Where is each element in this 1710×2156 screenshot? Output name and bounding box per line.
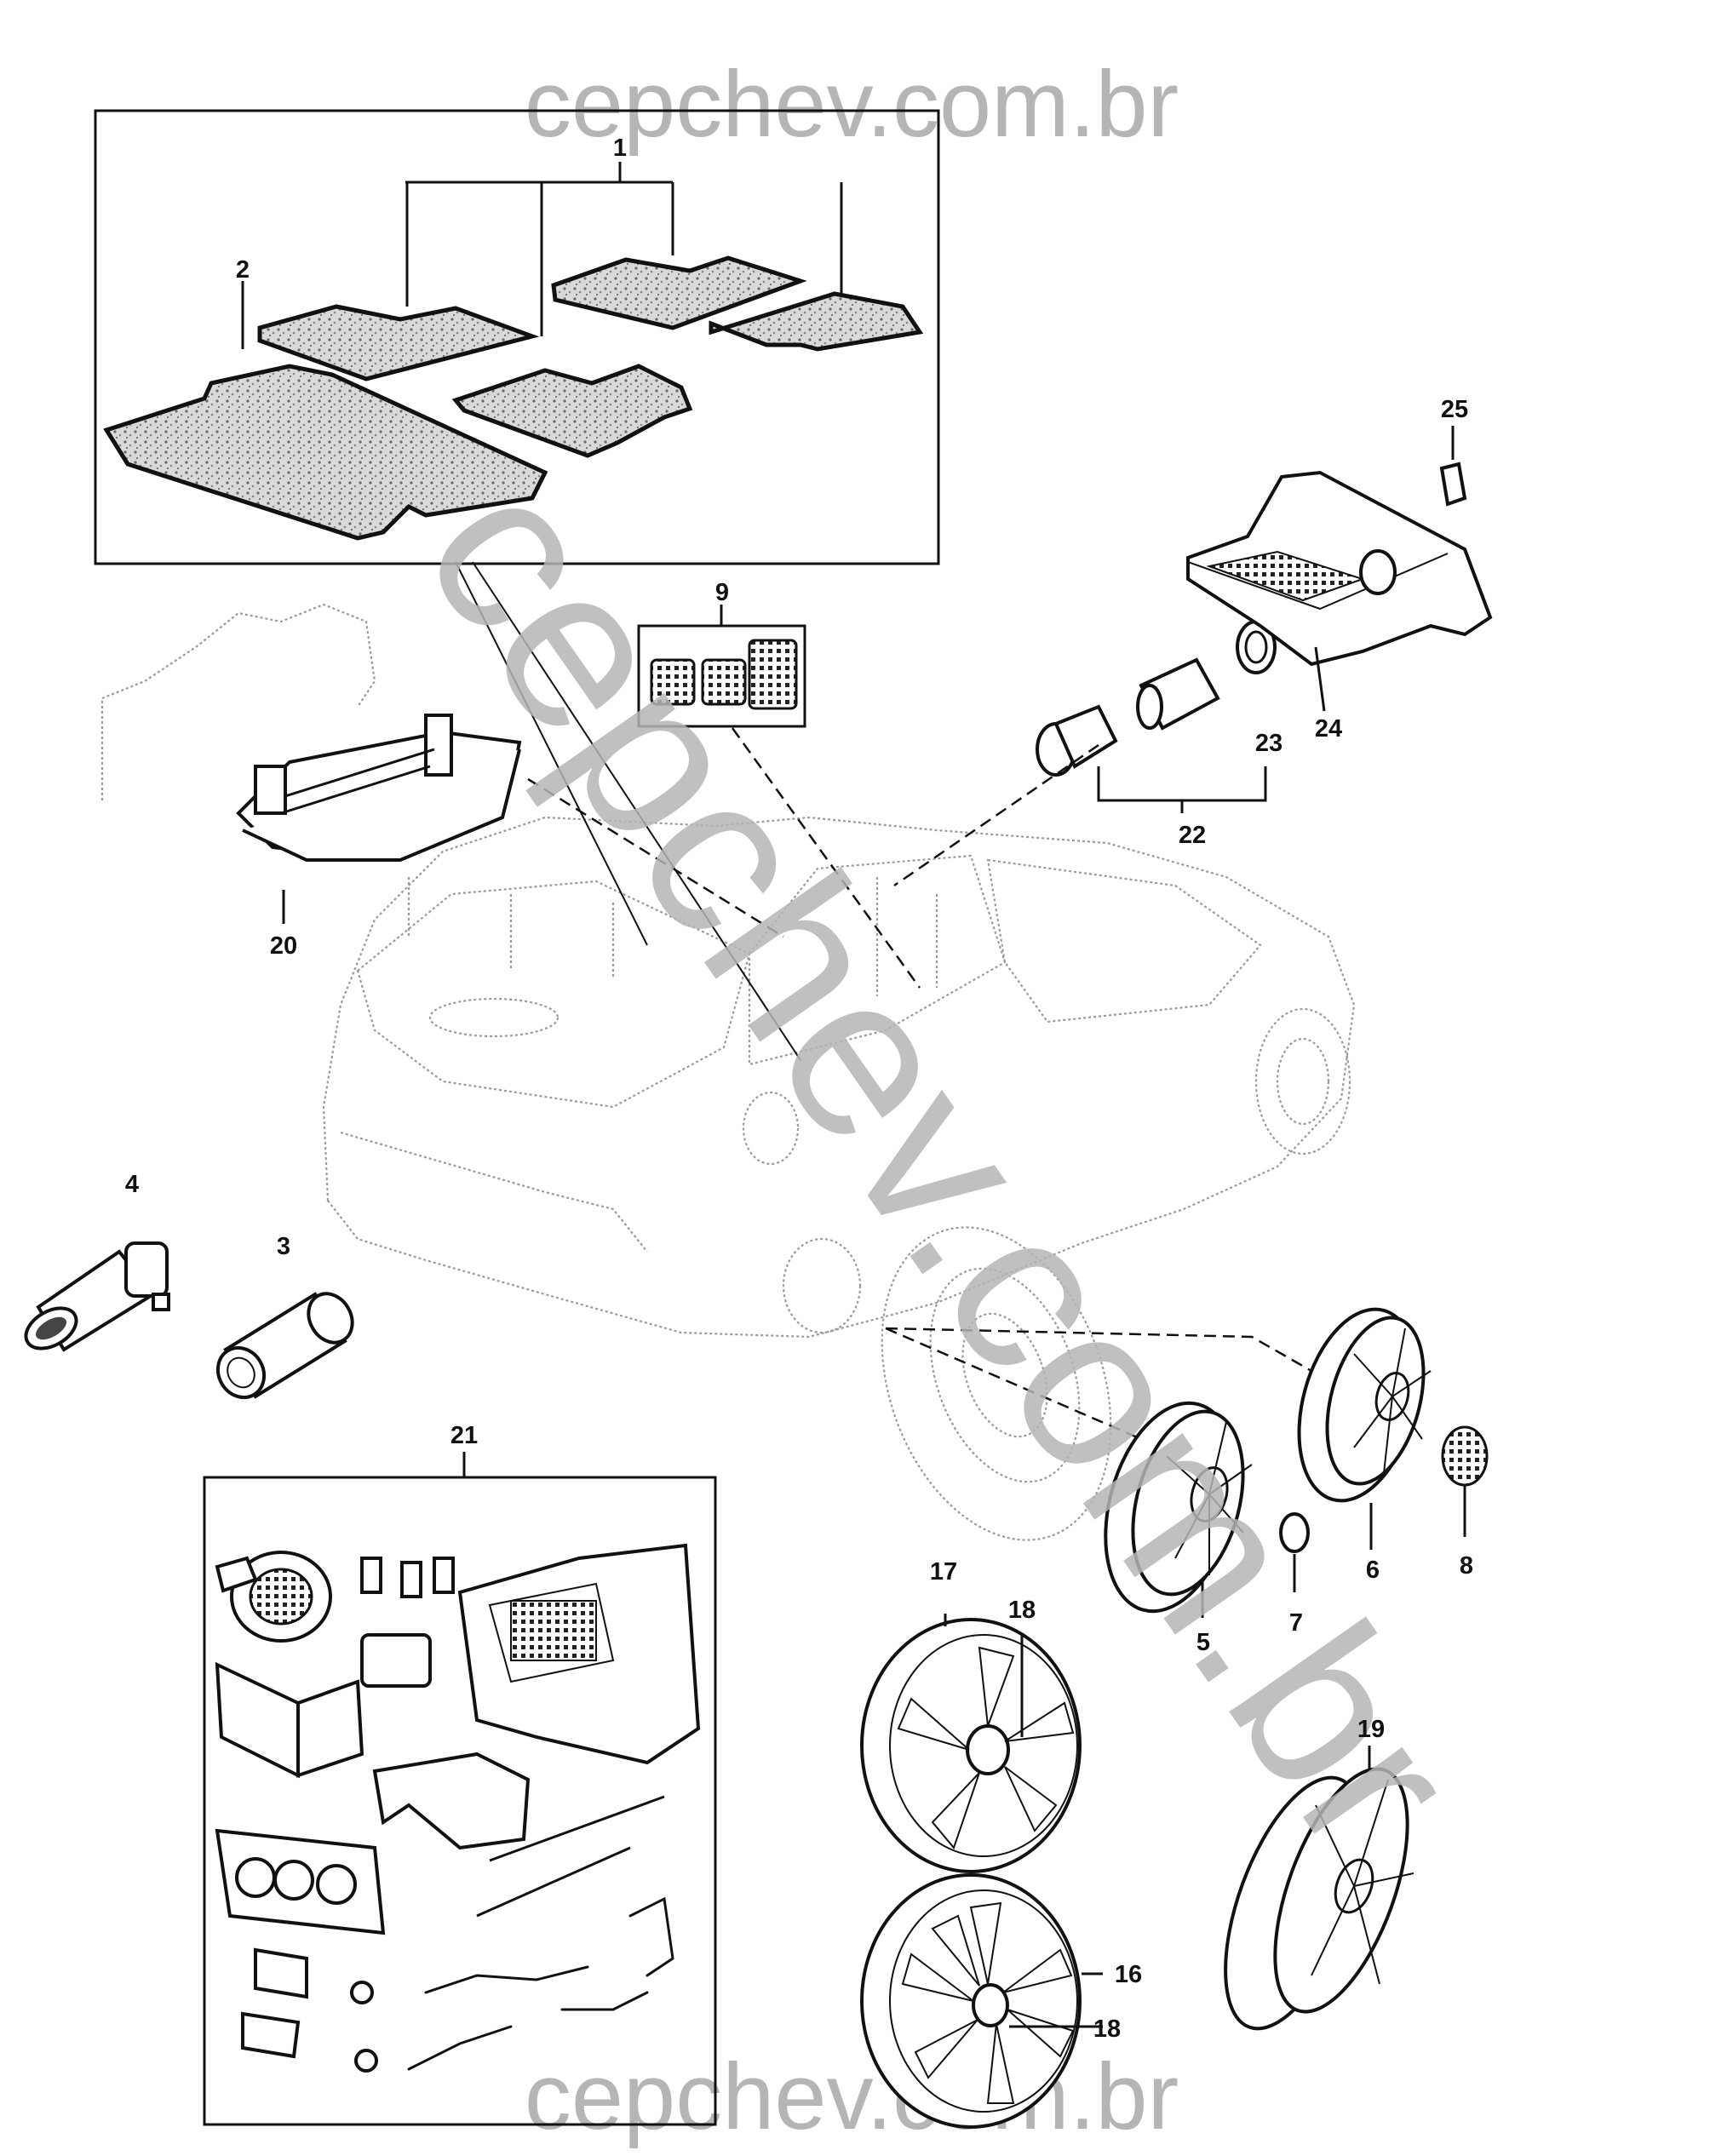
callout-25: 25 [1441,396,1468,423]
wheel-leader-dashed [885,1327,1312,1441]
callout-16: 16 [1115,1961,1142,1988]
console-clip [1439,426,1467,507]
callout-5: 5 [1196,1629,1210,1656]
callout-labels: 1 2 25 9 23 24 22 20 4 3 21 17 18 6 8 7 … [125,135,1473,2043]
floor-mat-set [94,109,940,565]
steel-wheel-upper-spokes [1353,1327,1432,1474]
leader-lines [455,561,1099,1061]
callout-8: 8 [1460,1552,1473,1580]
exhaust-tip-oval [24,1241,170,1352]
watermark-bottom: cepchev.com.br [525,2044,1179,2149]
callout-23: 23 [1255,730,1282,757]
callout-2: 2 [236,256,250,284]
callout-4: 4 [125,1171,139,1198]
hubcap [1441,1425,1489,1537]
callout-9: 9 [715,579,729,606]
callout-21: 21 [450,1422,478,1449]
steel-wheel-upper [1297,1307,1432,1550]
alloy-wheel-16 [860,1873,1103,2129]
callout-20: 20 [270,932,297,960]
trunk-cargo-tray [100,603,522,924]
watermark-top: cepchev.com.br [525,52,1179,157]
alloy-wheel-17 [860,1614,1082,1873]
callout-22: 22 [1179,822,1206,849]
wheel-center-cap [1279,1512,1310,1592]
callout-24: 24 [1315,715,1342,743]
steel-wheel-spokes [1166,1421,1253,1575]
callout-18a: 18 [1008,1597,1036,1624]
steel-wheel [1104,1401,1253,1618]
vehicle-ghost-outline [322,816,1356,1339]
spare-tire [782,1226,1112,1541]
alloy-wheel-16-spokes [901,1901,1075,2104]
alloy-wheel-17-spokes [897,1646,1075,1850]
callout-17: 17 [930,1558,957,1585]
callout-7: 7 [1289,1609,1303,1637]
hvac-kit [203,1452,717,2126]
alloy-wheel-19 [1224,1746,1414,2031]
exhaust-tip-round [215,1292,354,1400]
callout-18b: 18 [1093,2016,1121,2043]
pedal-pads [637,605,806,728]
callout-6: 6 [1366,1557,1380,1584]
lighter-assembly [1036,620,1277,813]
callout-3: 3 [277,1233,290,1260]
callout-1: 1 [613,135,627,162]
callout-19: 19 [1357,1716,1385,1743]
console-tray [1186,470,1493,712]
alloy-wheel-19-spokes [1311,1779,1414,1985]
